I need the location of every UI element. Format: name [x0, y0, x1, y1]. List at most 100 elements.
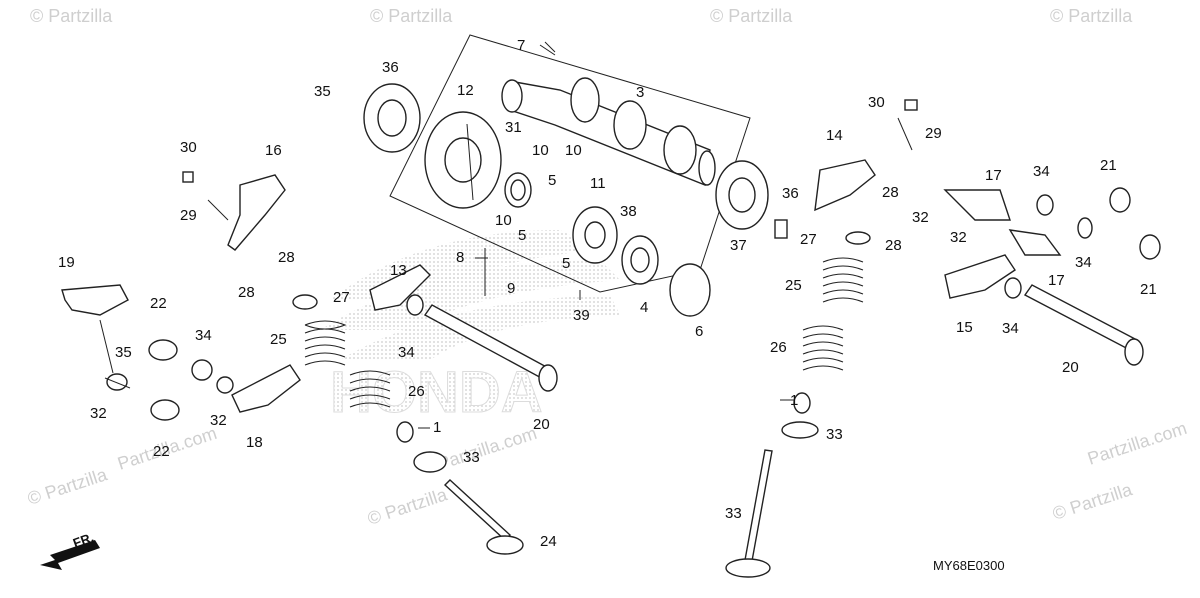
shaft-21-top: [1109, 187, 1131, 213]
front-indicator: FR.: [40, 530, 100, 570]
watermark: © Partzilla: [710, 6, 793, 26]
callout-35[interactable]: 35: [115, 344, 132, 361]
washer-4: [621, 235, 659, 285]
callout-20[interactable]: 20: [533, 416, 550, 433]
washer-34-c: [1004, 277, 1022, 299]
callout-24[interactable]: 24: [540, 533, 557, 550]
cotter-1-right: [793, 392, 811, 414]
callout-28[interactable]: 28: [278, 249, 295, 266]
callout-7[interactable]: 7: [517, 37, 525, 54]
rocker-arm-18: [231, 364, 301, 413]
callout-15[interactable]: 15: [956, 319, 973, 336]
rocker-arm-13: [369, 264, 431, 311]
watermark: Partzilla.com: [435, 423, 539, 474]
callout-5[interactable]: 5: [548, 172, 556, 189]
callout-34[interactable]: 34: [1002, 320, 1019, 337]
callout-29[interactable]: 29: [925, 125, 942, 142]
callout-19[interactable]: 19: [58, 254, 75, 271]
callout-32[interactable]: 32: [912, 209, 929, 226]
watermark: © Partzilla: [30, 6, 113, 26]
callout-20[interactable]: 20: [1062, 359, 1079, 376]
callout-10[interactable]: 10: [495, 212, 512, 229]
valve-23: [725, 449, 773, 578]
callout-17[interactable]: 17: [1048, 272, 1065, 289]
callout-30[interactable]: 30: [180, 139, 197, 156]
callout-labels: 1 1 3 4 5 5 5 6 7 8 9 10 10 10 11 12 13 …: [58, 37, 1157, 550]
callout-34[interactable]: 34: [398, 344, 415, 361]
spring-25-left: [304, 320, 347, 366]
diagram-code: MY68E0300: [933, 558, 1005, 573]
callout-28[interactable]: 28: [882, 184, 899, 201]
callout-3[interactable]: 3: [636, 84, 644, 101]
callout-28[interactable]: 28: [885, 237, 902, 254]
retainer-33-left: [413, 451, 447, 473]
callout-22[interactable]: 22: [153, 443, 170, 460]
callout-17[interactable]: 17: [985, 167, 1002, 184]
gear-12: [424, 111, 502, 209]
spring-26-left: [349, 370, 391, 408]
callout-21[interactable]: 21: [1140, 281, 1157, 298]
callout-5[interactable]: 5: [562, 255, 570, 272]
callout-33[interactable]: 33: [725, 505, 742, 522]
callout-39[interactable]: 38: [620, 203, 637, 220]
callout-31[interactable]: 31: [505, 119, 522, 136]
callout-27[interactable]: 27: [333, 289, 350, 306]
callout-6[interactable]: 6: [695, 323, 703, 340]
callout-36[interactable]: 35: [314, 83, 331, 100]
watermark: © Partzilla: [1050, 6, 1133, 26]
callout-28[interactable]: 28: [238, 284, 255, 301]
callout-26[interactable]: 26: [770, 339, 787, 356]
honda-logo: HONDA: [320, 230, 620, 426]
callout-32[interactable]: 32: [950, 229, 967, 246]
callout-11[interactable]: 11: [590, 175, 606, 192]
screw-29-left: [207, 199, 229, 221]
callout-25[interactable]: 25: [785, 277, 802, 294]
callout-21[interactable]: 21: [1100, 157, 1117, 174]
callout-33[interactable]: 33: [463, 449, 480, 466]
callout-10[interactable]: 10: [532, 142, 549, 159]
callout-30[interactable]: 30: [868, 94, 885, 111]
callout-22[interactable]: 22: [150, 295, 167, 312]
watermark: © Partzilla: [365, 484, 450, 529]
callout-35[interactable]: 34: [195, 327, 212, 344]
callout-36[interactable]: 36: [782, 185, 799, 202]
callout-1[interactable]: 1: [433, 419, 441, 436]
callout-14[interactable]: 14: [826, 127, 843, 144]
callout-12[interactable]: 12: [457, 82, 474, 99]
washer-34-b: [1077, 217, 1093, 239]
callout-4[interactable]: 4: [640, 299, 648, 316]
callout-10[interactable]: 10: [565, 142, 582, 159]
callout-37[interactable]: 36: [382, 59, 399, 76]
washer-31: [504, 172, 532, 208]
callout-2[interactable]: 39: [573, 307, 590, 324]
callout-18[interactable]: 18: [246, 434, 263, 451]
nut-30-left: [182, 171, 194, 183]
callout-32[interactable]: 32: [90, 405, 107, 422]
callout-38[interactable]: 37: [730, 237, 747, 254]
callout-16[interactable]: 16: [265, 142, 282, 159]
callout-5[interactable]: 5: [518, 227, 526, 244]
retainer-27-right: [845, 231, 871, 245]
callout-32[interactable]: 32: [210, 412, 227, 429]
decomp-11: [572, 206, 618, 264]
spring-25-right: [822, 257, 864, 303]
callout-34[interactable]: 34: [1033, 163, 1050, 180]
callout-13[interactable]: 13: [390, 262, 407, 279]
callout-27[interactable]: 27: [800, 231, 817, 248]
callout-26[interactable]: 26: [408, 383, 425, 400]
ring-32: [216, 376, 234, 394]
rocker-arm-15: [944, 254, 1016, 299]
callout-34[interactable]: 34: [1075, 254, 1092, 271]
callout-1[interactable]: 1: [790, 392, 798, 409]
callout-29[interactable]: 29: [180, 207, 197, 224]
callout-8[interactable]: 8: [456, 249, 464, 266]
callout-9[interactable]: 9: [507, 280, 515, 297]
washer-35-b: [106, 373, 128, 391]
callout-33[interactable]: 33: [826, 426, 843, 443]
rocker-shaft-20-right: [1023, 284, 1139, 351]
rocker-arm-14: [814, 159, 876, 212]
front-label: FR.: [71, 530, 96, 551]
spring-26-right: [802, 325, 844, 371]
callout-25[interactable]: 25: [270, 331, 287, 348]
